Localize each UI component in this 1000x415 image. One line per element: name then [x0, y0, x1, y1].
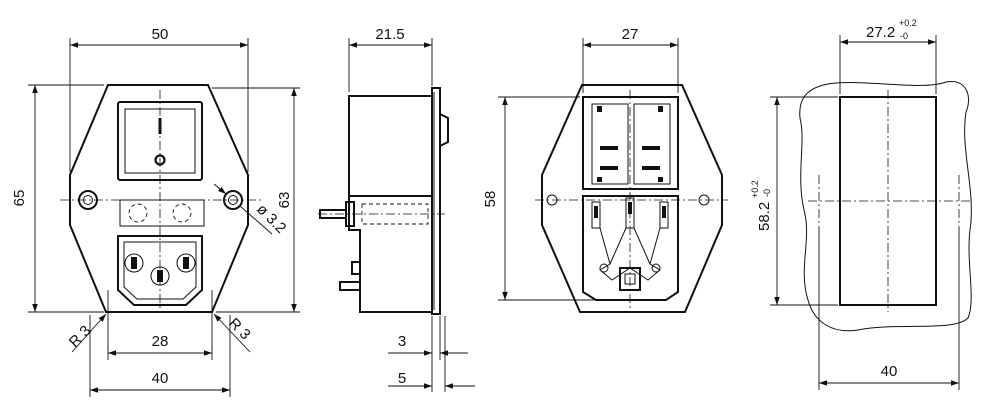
rear-flange-outline — [541, 84, 723, 313]
dim-tol-lower-58-2: -0 — [762, 189, 772, 197]
dim-leader-radius-right — [213, 313, 251, 353]
side-switch-housing — [348, 95, 433, 197]
side-terminal-upper — [351, 261, 361, 275]
iec-inlet-inner — [123, 241, 197, 300]
dim-label-58-2: 58.2 — [756, 202, 773, 231]
rear-inlet-block — [582, 195, 679, 301]
dim-tol-upper-27-2: +0.2 — [899, 18, 917, 28]
iec-pin-right-slot — [183, 257, 189, 269]
panel-break-outline — [799, 81, 972, 332]
side-fuse-holder — [361, 203, 429, 225]
dim-tol-upper-58-2: +0.2 — [750, 180, 760, 198]
side-rocker — [439, 113, 449, 147]
iec-pin-right — [176, 253, 196, 273]
cutout-view: 27.2 +0.2 -0 58.2 +0.2 -0 40 — [750, 18, 972, 390]
dim-label-radius-right: R 3 — [225, 315, 254, 344]
dim-leader-radius-left — [71, 313, 107, 353]
dim-label-3: 3 — [398, 333, 406, 350]
iec-pin-left-slot — [131, 257, 137, 269]
dim-label-28: 28 — [152, 333, 169, 350]
fuse-holder-right — [172, 203, 192, 223]
dim-label-63: 63 — [276, 192, 293, 209]
dim-label-5: 5 — [398, 370, 406, 387]
side-terminal-lower — [339, 281, 361, 291]
dim-label-50: 50 — [152, 26, 169, 43]
dim-label-40-front: 40 — [152, 370, 169, 387]
dim-label-65: 65 — [11, 190, 28, 207]
rear-switch-block — [582, 96, 679, 190]
iec-inlet-outline — [117, 235, 203, 306]
rear-view: 27 58 — [482, 26, 728, 313]
dim-label-21-5: 21.5 — [375, 26, 404, 43]
side-body — [348, 195, 433, 313]
dim-label-58: 58 — [482, 191, 499, 208]
dim-label-27-2: 27.2 — [866, 24, 895, 41]
iec-pin-center-slot — [157, 270, 163, 282]
rear-earth-terminal — [619, 267, 641, 291]
iec-pin-left — [124, 253, 144, 273]
dim-label-40-cutout: 40 — [881, 363, 898, 380]
side-view: 21.5 3 5 — [318, 26, 475, 392]
side-flange — [431, 87, 441, 315]
dim-tol-lower-27-2: -0 — [900, 31, 908, 41]
front-view: 50 65 63 ø 3.2 R 3 R 3 28 40 — [11, 26, 300, 397]
dim-label-27: 27 — [622, 26, 639, 43]
dim-leader-hole — [213, 183, 227, 195]
fuse-holder-left — [128, 203, 148, 223]
